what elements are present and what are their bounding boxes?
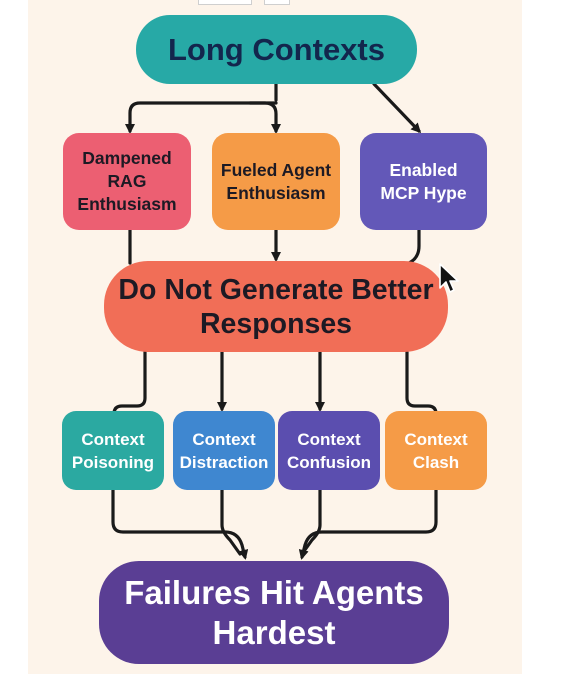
long-contexts-label: Long Contexts: [168, 31, 385, 67]
context-confusion-node: Context Confusion: [278, 411, 380, 490]
do-not-generate-better-responses-label: Do Not Generate Better Responses: [118, 273, 434, 340]
enabled-mcp-hype-node: Enabled MCP Hype: [360, 133, 487, 230]
connector-clash-to-outcome: [298, 488, 438, 560]
do-not-generate-better-responses-node: Do Not Generate Better Responses: [104, 261, 448, 352]
connector-root-to-fueled: [248, 101, 281, 134]
dampened-rag-enthusiasm-label: Dampened RAG Enthusiasm: [77, 148, 177, 214]
connector-poisoning-to-outcome: [111, 488, 249, 560]
enabled-mcp-hype-label: Enabled MCP Hype: [380, 159, 467, 203]
long-contexts-node: Long Contexts: [136, 15, 417, 84]
connector-root-to-enabled: [372, 82, 422, 134]
context-clash-node: Context Clash: [385, 411, 487, 490]
failures-hit-agents-hardest-node: Failures Hit Agents Hardest: [99, 561, 449, 664]
top-edge-tab-left: [198, 0, 252, 5]
fueled-agent-enthusiasm-label: Fueled Agent Enthusiasm: [220, 159, 332, 203]
context-distraction-label: Context Distraction: [179, 429, 269, 472]
context-poisoning-node: Context Poisoning: [62, 411, 164, 490]
connector-distraction-to-outcome: [220, 488, 242, 556]
context-confusion-label: Context Confusion: [286, 429, 372, 472]
dampened-rag-enthusiasm-node: Dampened RAG Enthusiasm: [63, 133, 191, 230]
connector-problem-to-clash: [405, 350, 438, 416]
connector-problem-to-poisoning: [112, 350, 147, 416]
connector-root-to-dampened: [125, 101, 278, 134]
top-edge-tab-right: [264, 0, 290, 5]
mouse-pointer-icon: [439, 263, 459, 293]
fueled-agent-enthusiasm-node: Fueled Agent Enthusiasm: [212, 133, 340, 230]
context-poisoning-label: Context Poisoning: [71, 429, 155, 472]
context-clash-label: Context Clash: [404, 429, 468, 472]
connector-enabled-to-problem: [407, 228, 421, 265]
context-distraction-node: Context Distraction: [173, 411, 275, 490]
failures-hit-agents-hardest-label: Failures Hit Agents Hardest: [124, 573, 424, 651]
